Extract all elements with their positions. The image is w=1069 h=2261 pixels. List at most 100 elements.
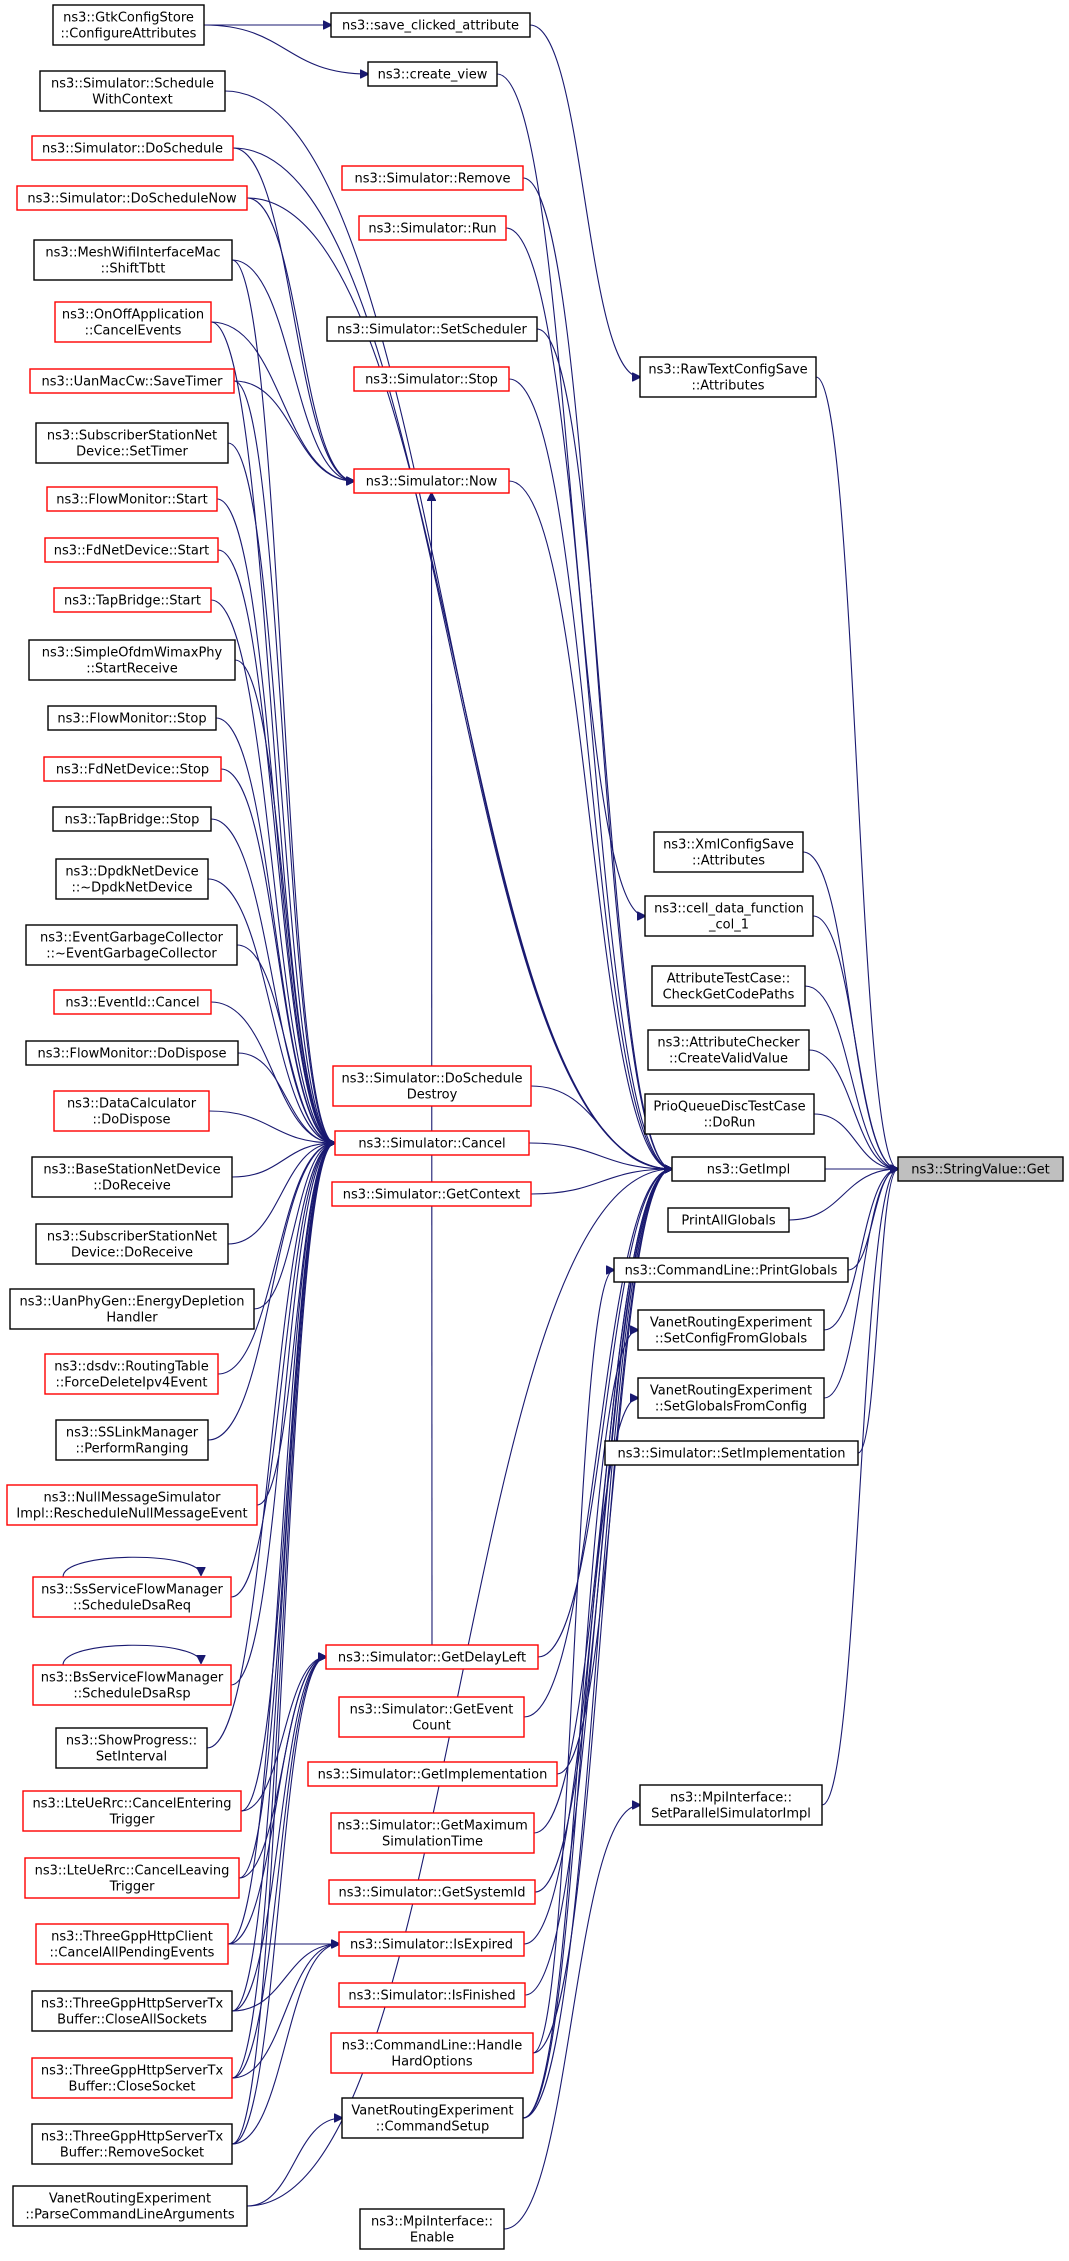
node-vanet-parse[interactable]: VanetRoutingExperiment::ParseCommandLine… <box>12 2185 248 2227</box>
node-box <box>54 301 212 343</box>
node-isfinished[interactable]: ns3::Simulator::IsFinished <box>338 1982 526 2008</box>
node-subscriber-recv[interactable]: ns3::SubscriberStationNetDevice::DoRecei… <box>35 1223 229 1265</box>
node-tap-stop[interactable]: ns3::TapBridge::Stop <box>52 806 212 832</box>
node-getimpl[interactable]: ns3::GetImpl <box>671 1156 826 1182</box>
node-getcontext[interactable]: ns3::Simulator::GetContext <box>331 1181 532 1207</box>
node-remove[interactable]: ns3::Simulator::Remove <box>341 165 524 191</box>
node-attr-test[interactable]: AttributeTestCase::CheckGetCodePaths <box>651 965 806 1007</box>
node-label: ::DoRun <box>704 1116 756 1131</box>
edge-bsflow-to-cancel <box>230 1143 335 1686</box>
node-http-closeall[interactable]: ns3::ThreeGppHttpServerTxBuffer::CloseAl… <box>31 1990 233 2032</box>
node-gtk[interactable]: ns3::GtkConfigStore::ConfigureAttributes <box>52 4 205 46</box>
node-subscriber-timer[interactable]: ns3::SubscriberStationNetDevice::SetTime… <box>35 422 229 464</box>
node-box <box>667 1207 790 1233</box>
edge-subscriber-timer-to-cancel <box>227 442 335 1143</box>
node-box <box>33 239 233 281</box>
node-do-schedule[interactable]: ns3::Simulator::DoSchedule <box>31 135 234 161</box>
node-label: ns3::RawTextConfigSave <box>648 363 807 378</box>
node-stop[interactable]: ns3::Simulator::Stop <box>353 366 510 392</box>
node-onoff[interactable]: ns3::OnOffApplication::CancelEvents <box>54 301 212 343</box>
node-box <box>31 1156 233 1198</box>
node-xml[interactable]: ns3::XmlConfigSave::Attributes <box>653 831 804 873</box>
node-label: ::CancelAllPendingEvents <box>50 1946 215 1961</box>
node-dpdk[interactable]: ns3::DpdkNetDevice::~DpdkNetDevice <box>55 858 209 900</box>
node-ssflow[interactable]: ns3::SsServiceFlowManager::ScheduleDsaRe… <box>32 1576 232 1618</box>
node-http-client[interactable]: ns3::ThreeGppHttpClient::CancelAllPendin… <box>35 1923 229 1965</box>
edge-onoff-to-now <box>210 321 354 481</box>
node-bsflow[interactable]: ns3::BsServiceFlowManager::ScheduleDsaRs… <box>32 1664 232 1706</box>
node-label: ns3::dsdv::RoutingTable <box>54 1360 209 1375</box>
node-cmd-print[interactable]: ns3::CommandLine::PrintGlobals <box>613 1257 849 1283</box>
node-do-schedule-now[interactable]: ns3::Simulator::DoScheduleNow <box>16 185 248 211</box>
node-flow-dispose[interactable]: ns3::FlowMonitor::DoDispose <box>25 1040 239 1066</box>
node-tap-start[interactable]: ns3::TapBridge::Start <box>53 587 212 613</box>
edge-http-close-to-delayleft <box>231 1657 326 2079</box>
node-http-close[interactable]: ns3::ThreeGppHttpServerTxBuffer::CloseSo… <box>31 2057 233 2099</box>
node-vanet-sgfc[interactable]: VanetRoutingExperiment::SetGlobalsFromCo… <box>637 1377 825 1419</box>
edge-http-close-to-cancel <box>231 1143 335 2079</box>
node-box <box>367 61 498 87</box>
node-ofdm[interactable]: ns3::SimpleOfdmWimaxPhy::StartReceive <box>28 639 236 681</box>
node-printall[interactable]: PrintAllGlobals <box>667 1207 790 1233</box>
node-datacalc[interactable]: ns3::DataCalculator::DoDispose <box>53 1090 210 1132</box>
node-flow-start[interactable]: ns3::FlowMonitor::Start <box>46 486 218 512</box>
node-sslink[interactable]: ns3::SSLinkManager::PerformRanging <box>55 1419 209 1461</box>
edge-xml-to-target <box>802 851 898 1169</box>
node-checker[interactable]: ns3::AttributeChecker::CreateValidValue <box>647 1029 810 1071</box>
node-systemid[interactable]: ns3::Simulator::GetSystemId <box>328 1879 536 1905</box>
node-box <box>341 2097 524 2139</box>
node-save-attr[interactable]: ns3::save_clicked_attribute <box>330 12 531 38</box>
edge-cancel-to-getimpl <box>528 1142 672 1169</box>
node-create-view[interactable]: ns3::create_view <box>367 61 498 87</box>
node-nullmsg[interactable]: ns3::NullMessageSimulatorImpl::Reschedul… <box>6 1484 258 1526</box>
node-rawtext[interactable]: ns3::RawTextConfigSave::Attributes <box>639 356 817 398</box>
node-now[interactable]: ns3::Simulator::Now <box>353 468 510 494</box>
node-set-scheduler[interactable]: ns3::Simulator::SetScheduler <box>326 316 538 342</box>
node-target[interactable]: ns3::StringValue::Get <box>897 1156 1064 1182</box>
node-prio[interactable]: PrioQueueDiscTestCase::DoRun <box>644 1093 815 1135</box>
node-label: ns3::EventGarbageCollector <box>40 931 224 946</box>
node-uanmac[interactable]: ns3::UanMacCw::SaveTimer <box>29 368 235 394</box>
node-label: PrioQueueDiscTestCase <box>653 1100 805 1115</box>
node-box <box>12 2185 248 2227</box>
node-getimplementation[interactable]: ns3::Simulator::GetImplementation <box>307 1761 558 1787</box>
node-fdnet-stop[interactable]: ns3::FdNetDevice::Stop <box>43 756 222 782</box>
node-label: Buffer::CloseAllSockets <box>57 2013 207 2028</box>
node-vanet-cmd[interactable]: VanetRoutingExperiment::CommandSetup <box>341 2097 524 2139</box>
node-label: ns3::Simulator::IsFinished <box>348 1989 515 2004</box>
node-egc[interactable]: ns3::EventGarbageCollector::~EventGarbag… <box>25 924 238 966</box>
node-cancel[interactable]: ns3::Simulator::Cancel <box>334 1130 530 1156</box>
node-fdnet-start[interactable]: ns3::FdNetDevice::Start <box>44 537 219 563</box>
node-dsdv[interactable]: ns3::dsdv::RoutingTable::ForceDeleteIpv4… <box>44 1353 219 1395</box>
edge-do-schedule-to-now <box>232 147 354 481</box>
node-mpi-set[interactable]: ns3::MpiInterface::SetParallelSimulatorI… <box>639 1784 823 1826</box>
node-mesh[interactable]: ns3::MeshWifiInterfaceMac::ShiftTbtt <box>33 239 233 281</box>
node-celldata[interactable]: ns3::cell_data_function_col_1 <box>644 895 814 937</box>
node-vanet-scfg[interactable]: VanetRoutingExperiment::SetConfigFromGlo… <box>637 1309 825 1351</box>
edge-do-schedule-now-to-now <box>246 197 354 481</box>
node-showprog[interactable]: ns3::ShowProgress::SetInterval <box>55 1727 208 1769</box>
node-label: Device::SetTimer <box>76 445 188 460</box>
node-label: ns3::ThreeGppHttpServerTx <box>41 1997 224 2012</box>
node-basestation[interactable]: ns3::BaseStationNetDevice::DoReceive <box>31 1156 233 1198</box>
edge-http-close-to-isexpired <box>231 1944 339 2079</box>
node-mpi-enable[interactable]: ns3::MpiInterface::Enable <box>359 2208 505 2250</box>
node-delayleft[interactable]: ns3::Simulator::GetDelayLeft <box>325 1644 539 1670</box>
node-isexpired[interactable]: ns3::Simulator::IsExpired <box>338 1931 525 1957</box>
node-http-remove[interactable]: ns3::ThreeGppHttpServerTxBuffer::RemoveS… <box>31 2123 233 2165</box>
node-run[interactable]: ns3::Simulator::Run <box>358 215 507 241</box>
edge-save-attr-to-rawtext <box>529 24 640 377</box>
node-set-impl[interactable]: ns3::Simulator::SetImplementation <box>604 1440 859 1466</box>
node-flow-stop[interactable]: ns3::FlowMonitor::Stop <box>47 705 217 731</box>
node-label: Trigger <box>109 1880 155 1895</box>
node-eventid[interactable]: ns3::EventId::Cancel <box>53 989 212 1015</box>
node-box <box>32 1576 232 1618</box>
